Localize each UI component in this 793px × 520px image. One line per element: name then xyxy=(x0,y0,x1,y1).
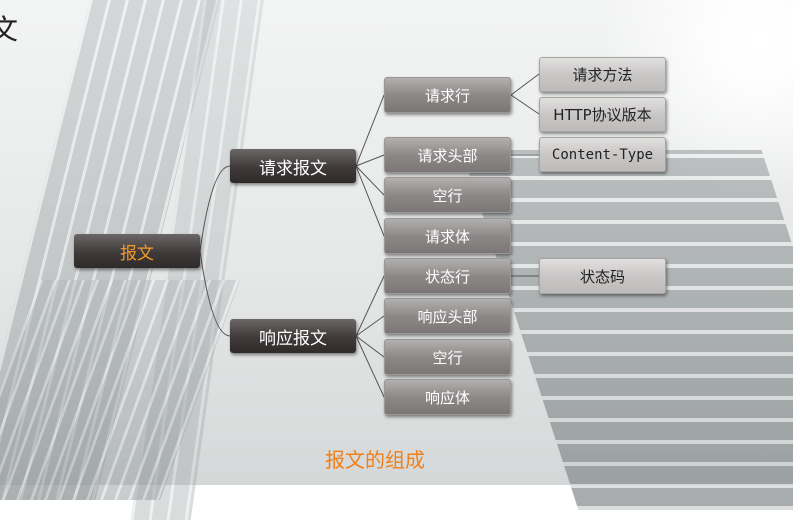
content-type-node: Content-Type xyxy=(539,137,666,172)
connector-line xyxy=(355,154,385,167)
connector-line xyxy=(199,250,231,337)
request-message-node: 请求报文 xyxy=(230,149,356,183)
root-node: 报文 xyxy=(74,234,200,268)
response-blank-line-node: 空行 xyxy=(384,339,511,375)
request-body-label: 请求体 xyxy=(424,227,470,246)
request-method-label: 请求方法 xyxy=(572,66,633,84)
status-line-node: 状态行 xyxy=(384,258,511,294)
response-body-label: 响应体 xyxy=(424,388,470,407)
connector-line xyxy=(355,275,385,337)
content-type-label: Content-Type xyxy=(551,146,654,163)
corner-title-fragment: 文 xyxy=(0,13,19,46)
connector-line xyxy=(510,94,540,115)
root-label: 报文 xyxy=(120,243,154,264)
request-line-label: 请求行 xyxy=(424,86,470,105)
connector-line xyxy=(355,335,385,398)
connector-line xyxy=(355,94,385,167)
connector-line xyxy=(355,335,385,358)
http-version-node: HTTP协议版本 xyxy=(539,97,666,132)
response-message-node: 响应报文 xyxy=(230,319,356,353)
request-body-node: 请求体 xyxy=(384,218,511,254)
request-headers-node: 请求头部 xyxy=(384,137,511,173)
http-version-label: HTTP协议版本 xyxy=(553,106,652,124)
request-headers-label: 请求头部 xyxy=(417,146,478,165)
request-blank-line-node: 空行 xyxy=(384,177,511,213)
status-line-label: 状态行 xyxy=(424,267,470,286)
request-line-node: 请求行 xyxy=(384,77,511,113)
request-blank-line-label: 空行 xyxy=(432,186,463,205)
connector-lines xyxy=(199,73,540,398)
response-body-node: 响应体 xyxy=(384,379,511,415)
connector-line xyxy=(510,73,540,96)
response-headers-label: 响应头部 xyxy=(417,307,478,326)
status-code-node: 状态码 xyxy=(539,258,666,294)
status-code-label: 状态码 xyxy=(579,267,625,286)
response-headers-node: 响应头部 xyxy=(384,298,511,334)
diagram-caption: 报文的组成 xyxy=(325,448,425,472)
connector-line xyxy=(199,165,231,252)
connector-line xyxy=(355,165,385,196)
connector-line xyxy=(355,315,385,337)
response-message-label: 响应报文 xyxy=(259,328,327,349)
request-message-label: 请求报文 xyxy=(259,158,327,179)
connector-line xyxy=(355,165,385,237)
request-method-node: 请求方法 xyxy=(539,57,666,92)
response-blank-line-label: 空行 xyxy=(432,348,463,367)
